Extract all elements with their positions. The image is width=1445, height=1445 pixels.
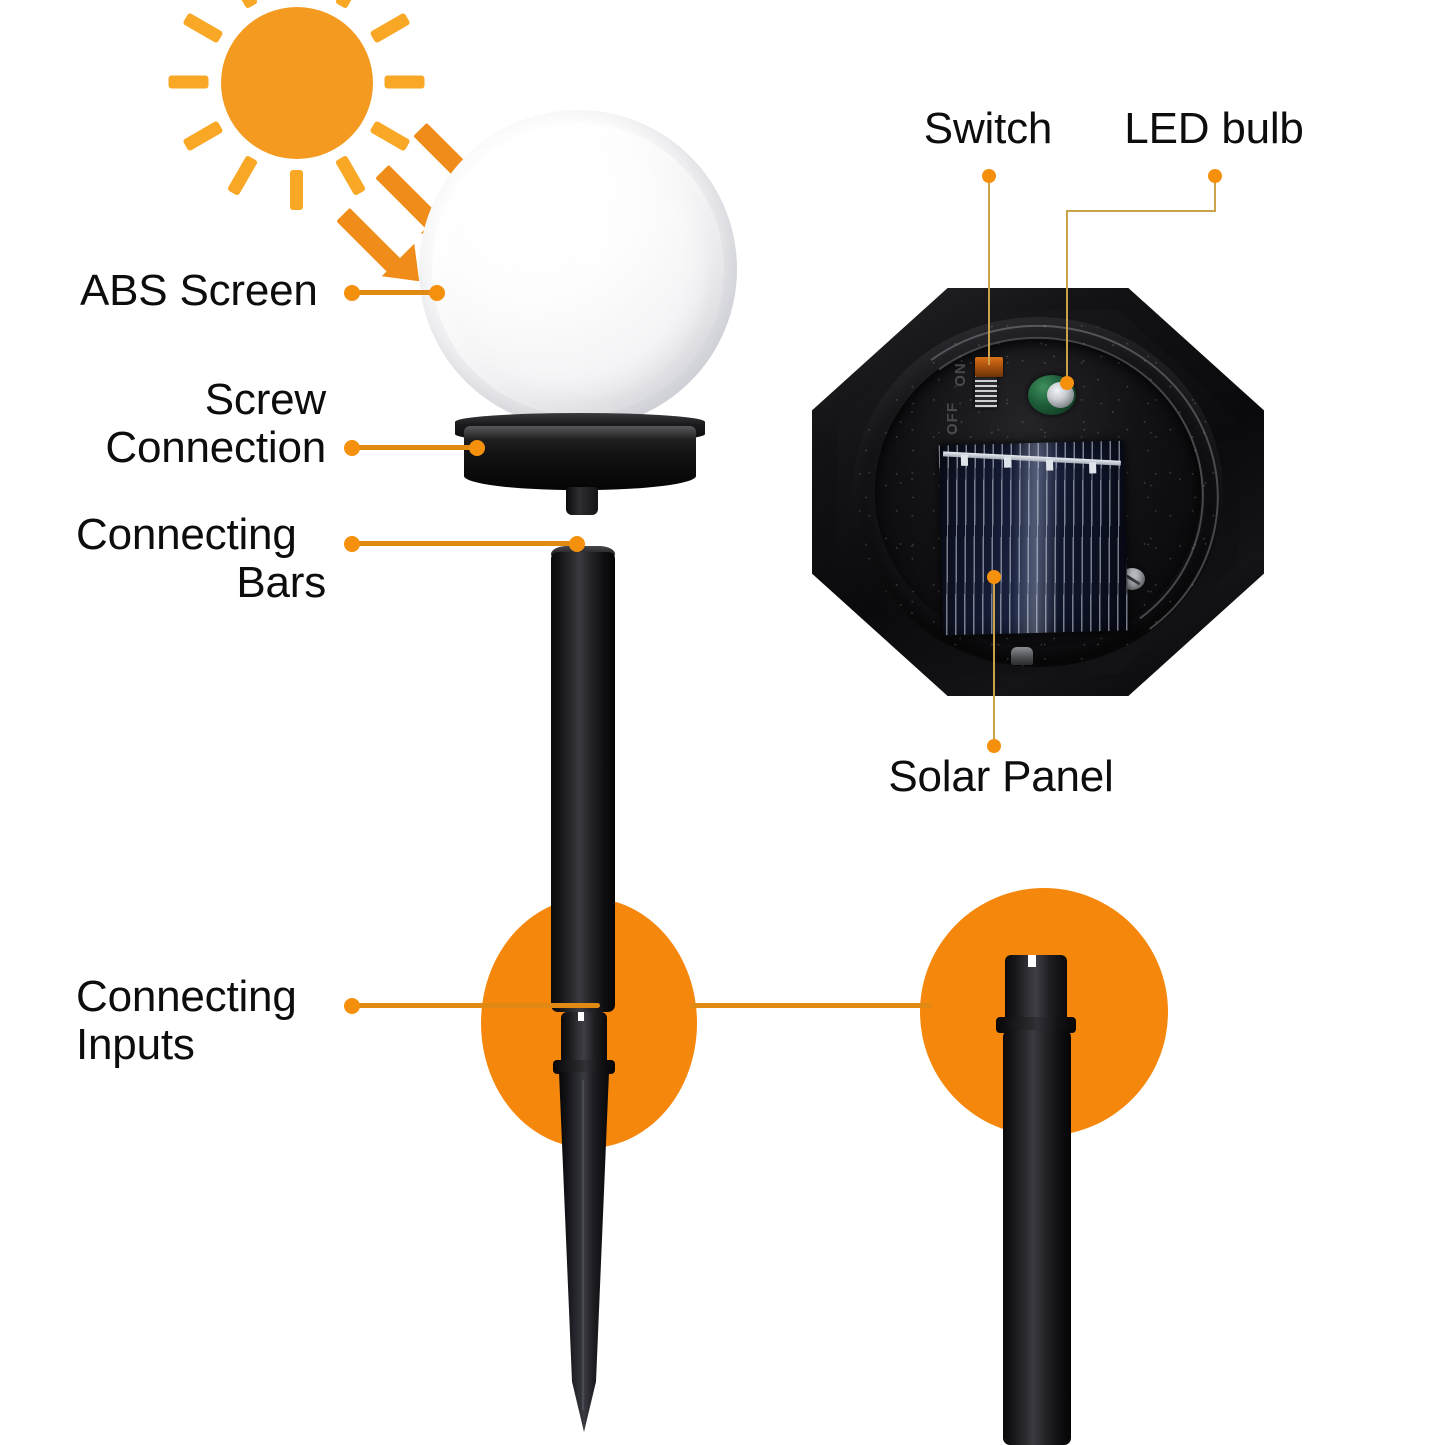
leader-connecting-bars [350,541,578,546]
solar-panel-tab [1003,456,1011,469]
slide-switch [975,357,1003,377]
leader-led-seg3 [1066,210,1068,382]
leader-screw-connection [350,445,478,450]
leader-dot-led-top [1208,169,1222,183]
label-connecting-bars-line2: Bars [236,558,326,607]
connector-head-detail [1005,955,1067,1021]
leader-solar-panel [993,575,995,745]
label-solar-panel: Solar Panel [888,752,1114,801]
sun-icon [168,0,425,210]
solar-panel-cell [938,440,1129,636]
sun-ray [334,154,367,197]
sun-disc [221,7,373,159]
label-connecting-bars-line1: Connecting [76,510,297,559]
connector-notch [578,1012,584,1021]
label-connecting-inputs-line2: Inputs [76,1020,195,1069]
sun-ray [369,12,411,44]
sun-ray [226,0,259,10]
ground-spike-seam [582,1080,584,1410]
leader-dot-solar-panel-top [987,570,1001,584]
sun-ray [334,0,367,10]
leader-dot-bars-start [344,536,360,552]
emboss-on-text: ON [951,361,969,387]
solar-panel-tab [1088,462,1097,474]
leader-dot-abs-screen-end [429,285,445,301]
globe-diffuser [419,110,737,428]
leader-led-seg1 [1214,175,1216,212]
globe-rim-highlight [432,123,725,416]
solar-panel-tab [1046,459,1054,471]
sun-ray [290,170,303,210]
globe-base-nub [566,487,598,515]
ground-spike [559,1072,609,1432]
leader-dot-led-end [1060,376,1074,390]
label-connecting-inputs-line1: Connecting [76,972,297,1021]
sun-ray [369,120,411,152]
leader-led-seg2 [1066,210,1216,212]
emboss-off-text: OFF [944,402,962,436]
label-screw-connection-line2: Connection [105,423,326,472]
connector-collar [553,1060,615,1074]
leader-dot-switch [982,169,996,183]
label-led-bulb: LED bulb [1124,104,1304,153]
leader-dot-bars-end [569,536,585,552]
sun-ray [168,75,209,89]
label-screw-connection-line1: Screw [204,375,326,424]
connector-notch-detail [1028,955,1036,967]
leader-connecting-inputs [350,1003,600,1008]
leader-dot-solar-panel-end [987,739,1001,753]
connector-collar-detail [996,1017,1076,1033]
leader-abs-screen [350,290,438,295]
leader-dot-inputs-start [344,998,360,1014]
label-abs-screen: ABS Screen [80,266,318,315]
leader-dot-screw-end [469,440,485,456]
pole-tube-lower [551,880,615,1012]
connector-head [561,1012,607,1064]
label-switch: Switch [923,104,1053,153]
solar-panel-tab [960,454,969,466]
sun-ray [182,12,224,44]
sun-ray [384,75,425,89]
sun-ray [226,154,259,197]
housing-foot-nub [1010,647,1033,666]
pole-tube-detail [1003,1030,1071,1445]
leader-dot-screw-start [344,440,360,456]
leader-switch [988,175,990,365]
leader-dot-abs-screen-start [344,285,360,301]
globe-base-ring [464,426,696,490]
leader-connecting-inputs-bridge [690,1003,932,1008]
sun-ray [182,120,224,152]
slide-switch-body [975,370,997,408]
led-bulb-component [1028,375,1076,415]
